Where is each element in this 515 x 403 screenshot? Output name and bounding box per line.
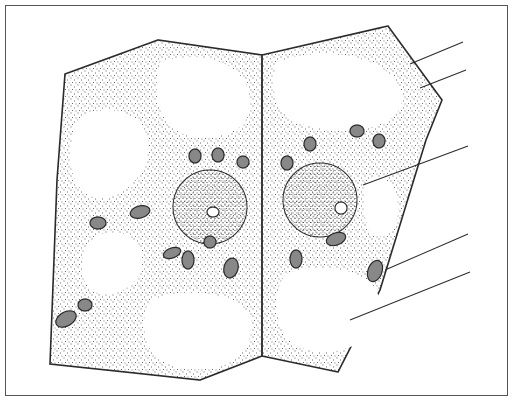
right-cell-vacuole-3 bbox=[277, 268, 380, 353]
right-cell bbox=[262, 26, 442, 372]
label-line-4 bbox=[385, 234, 468, 270]
left-cell bbox=[50, 40, 262, 380]
left-cell-vacuole-4 bbox=[144, 293, 252, 370]
label-line-1 bbox=[410, 42, 463, 64]
left-cell-nucleolus bbox=[207, 207, 219, 217]
right-cell-nucleus bbox=[283, 163, 357, 237]
right-cell-nucleolus bbox=[335, 202, 347, 214]
